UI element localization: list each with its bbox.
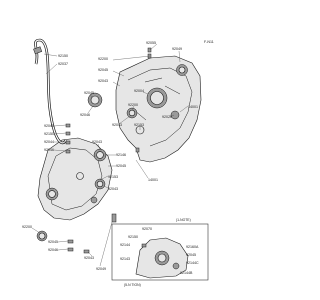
bolt [67, 239, 74, 244]
leader-lines [31, 43, 189, 267]
part-number: 92150 [44, 132, 54, 136]
part-number: 14001 [148, 178, 158, 182]
hose-clamp [33, 46, 43, 55]
bolt [147, 47, 152, 53]
part-number: 92043 [108, 187, 118, 191]
inset-header: (1-NOTE) [176, 218, 191, 222]
part-number: 92146 [116, 153, 126, 157]
part-number: 92144 [120, 243, 130, 247]
oil-seal-left [36, 230, 48, 242]
part-number: 92144C [186, 261, 199, 265]
part-number: 92200 [22, 225, 32, 229]
detail-inset: (1-NOTE) (5-N TION) [111, 218, 209, 287]
dowel-pin [65, 140, 71, 145]
part-number: 92044 [44, 140, 54, 144]
right-crankcase-half [115, 55, 202, 163]
bolt [135, 147, 140, 153]
part-number: 92043 [112, 123, 122, 127]
part-number: 92049 [172, 47, 182, 51]
dowel-pin [65, 131, 71, 136]
part-number: 92075 [162, 115, 172, 119]
part-number: 92143 [120, 257, 130, 261]
bearing-upper [87, 92, 103, 108]
left-crankcase-half [37, 137, 113, 221]
part-number: 92046 [80, 113, 90, 117]
part-number-callouts: 92055 92049 92150 92037 92200 92045 9204… [22, 41, 199, 275]
part-number: 92045 [48, 240, 58, 244]
bearing-left [93, 148, 107, 162]
dowel-pin [65, 149, 71, 154]
bearing-lower [94, 178, 106, 190]
part-number: 92045 [44, 124, 54, 128]
part-number: 92045 [98, 68, 108, 72]
part-number: 92046 [48, 248, 58, 252]
stud-bolt [111, 213, 117, 223]
part-number: 92150 [58, 54, 68, 58]
part-number: 92049 [96, 267, 106, 271]
part-number: 14001 [188, 105, 198, 109]
part-number: 92200 [98, 57, 108, 61]
part-number: 92045 [186, 253, 196, 257]
part-number: 92070 [142, 227, 152, 231]
part-number: 92043 [92, 140, 102, 144]
part-number: 92153 [134, 123, 144, 127]
bearing-middle [126, 107, 138, 119]
bolt [67, 247, 74, 252]
dowel-pin [65, 123, 71, 128]
part-number: 92045 [84, 91, 94, 95]
part-number: 92037 [58, 62, 68, 66]
part-number: 92045 [116, 164, 126, 168]
part-number: 92046 [44, 148, 54, 152]
part-number: 92043 [84, 256, 94, 260]
inset-footer: (5-N TION) [124, 283, 141, 287]
part-number: 92004 [134, 89, 144, 93]
bolt [83, 249, 90, 254]
part-number: 92200 [128, 103, 138, 107]
part-number: 92160A [186, 245, 199, 249]
part-number: 92150 [128, 235, 138, 239]
frame-reference: F-N11 [204, 40, 214, 44]
part-number: 92043 [98, 79, 108, 83]
exploded-parts-diagram: F-N11 [22, 38, 214, 287]
part-number: 92055 [146, 41, 156, 45]
part-number: 92153 [108, 175, 118, 179]
part-number: 92144B [180, 271, 193, 275]
